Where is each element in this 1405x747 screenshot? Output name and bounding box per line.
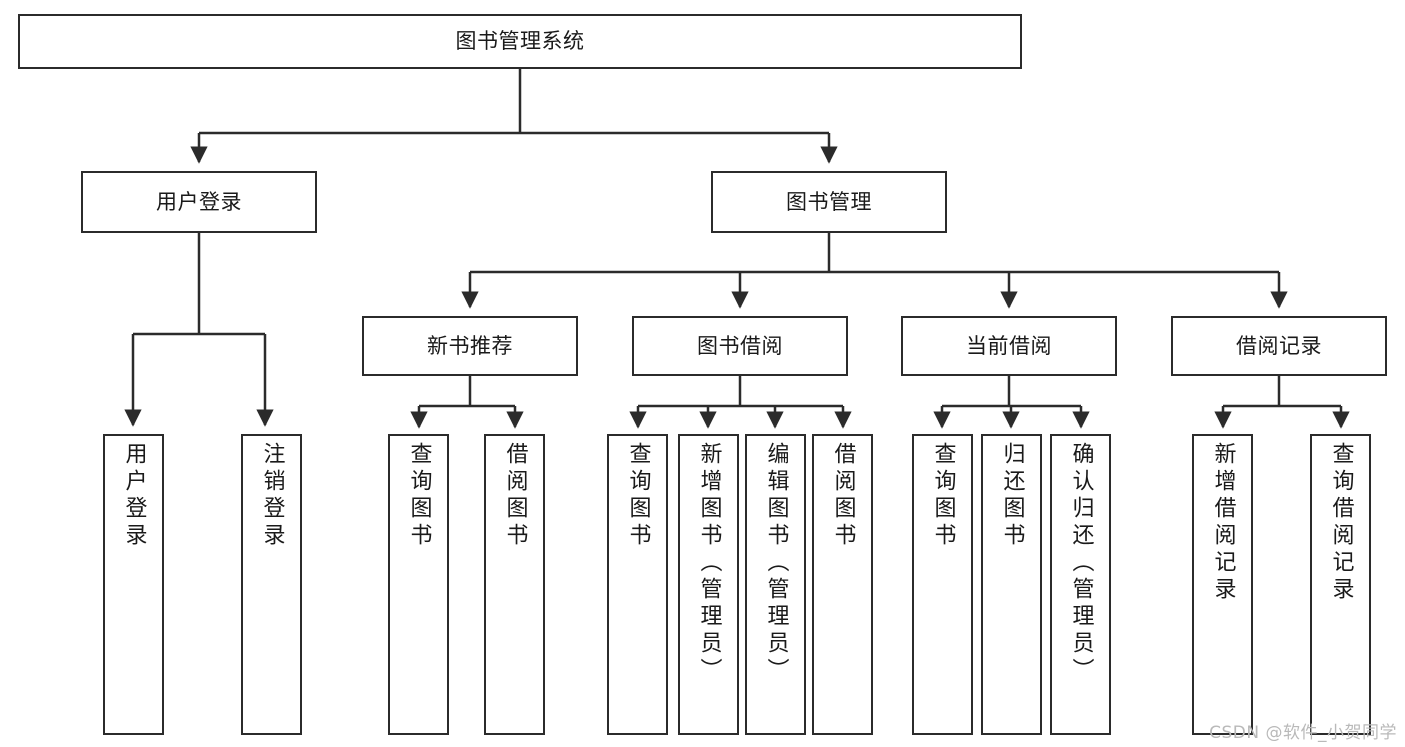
node-label: 查询图书 xyxy=(625,442,651,550)
edges-borrow-to-leaves xyxy=(629,376,852,429)
edges-root-to-level2 xyxy=(190,69,838,164)
edges-current-to-leaves xyxy=(933,376,1090,429)
node-leaf-logout[interactable]: 注销登录 xyxy=(241,434,302,735)
node-label: 新增图书（管理员） xyxy=(696,442,722,685)
node-label: 图书管理 xyxy=(786,189,872,214)
node-label: 确认归还（管理员） xyxy=(1068,442,1094,685)
node-label: 归还图书 xyxy=(999,442,1025,550)
node-label: 注销登录 xyxy=(259,442,285,550)
node-label: 用户登录 xyxy=(156,189,242,214)
node-label: 查询图书 xyxy=(406,442,432,550)
node-label: 查询图书 xyxy=(930,442,956,550)
node-leaf-query-book-borrow[interactable]: 查询图书 xyxy=(607,434,668,735)
node-leaf-query-borrow-record[interactable]: 查询借阅记录 xyxy=(1310,434,1371,735)
node-root-book-management-system[interactable]: 图书管理系统 xyxy=(18,14,1022,69)
node-leaf-confirm-return-admin[interactable]: 确认归还（管理员） xyxy=(1050,434,1111,735)
node-borrow-records[interactable]: 借阅记录 xyxy=(1171,316,1387,376)
node-leaf-user-login[interactable]: 用户登录 xyxy=(103,434,164,735)
edges-record-to-leaves xyxy=(1214,376,1350,429)
node-label: 图书借阅 xyxy=(697,333,783,358)
node-leaf-edit-book-admin[interactable]: 编辑图书（管理员） xyxy=(745,434,806,735)
node-label: 查询借阅记录 xyxy=(1328,442,1354,604)
node-leaf-return-book[interactable]: 归还图书 xyxy=(981,434,1042,735)
node-label: 当前借阅 xyxy=(966,333,1052,358)
edges-bookmgmt-to-level3 xyxy=(461,233,1288,309)
node-leaf-add-book-admin[interactable]: 新增图书（管理员） xyxy=(678,434,739,735)
node-leaf-add-borrow-record[interactable]: 新增借阅记录 xyxy=(1192,434,1253,735)
node-label: 借阅记录 xyxy=(1236,333,1322,358)
edges-userlogin-to-leaves xyxy=(124,233,274,427)
node-label: 编辑图书（管理员） xyxy=(763,442,789,685)
node-leaf-borrow-book[interactable]: 借阅图书 xyxy=(812,434,873,735)
node-current-borrowing[interactable]: 当前借阅 xyxy=(901,316,1117,376)
node-new-book-recommendation[interactable]: 新书推荐 xyxy=(362,316,578,376)
node-label: 新增借阅记录 xyxy=(1210,442,1236,604)
node-label: 新书推荐 xyxy=(427,333,513,358)
node-book-management[interactable]: 图书管理 xyxy=(711,171,947,233)
node-leaf-query-book-current[interactable]: 查询图书 xyxy=(912,434,973,735)
node-leaf-query-book-newbook[interactable]: 查询图书 xyxy=(388,434,449,735)
node-label: 借阅图书 xyxy=(502,442,528,550)
node-book-borrowing[interactable]: 图书借阅 xyxy=(632,316,848,376)
node-user-login[interactable]: 用户登录 xyxy=(81,171,317,233)
node-label: 图书管理系统 xyxy=(455,29,585,54)
node-label: 用户登录 xyxy=(121,442,147,550)
node-label: 借阅图书 xyxy=(830,442,856,550)
edges-newbook-to-leaves xyxy=(410,376,524,429)
node-leaf-borrow-book-newbook[interactable]: 借阅图书 xyxy=(484,434,545,735)
